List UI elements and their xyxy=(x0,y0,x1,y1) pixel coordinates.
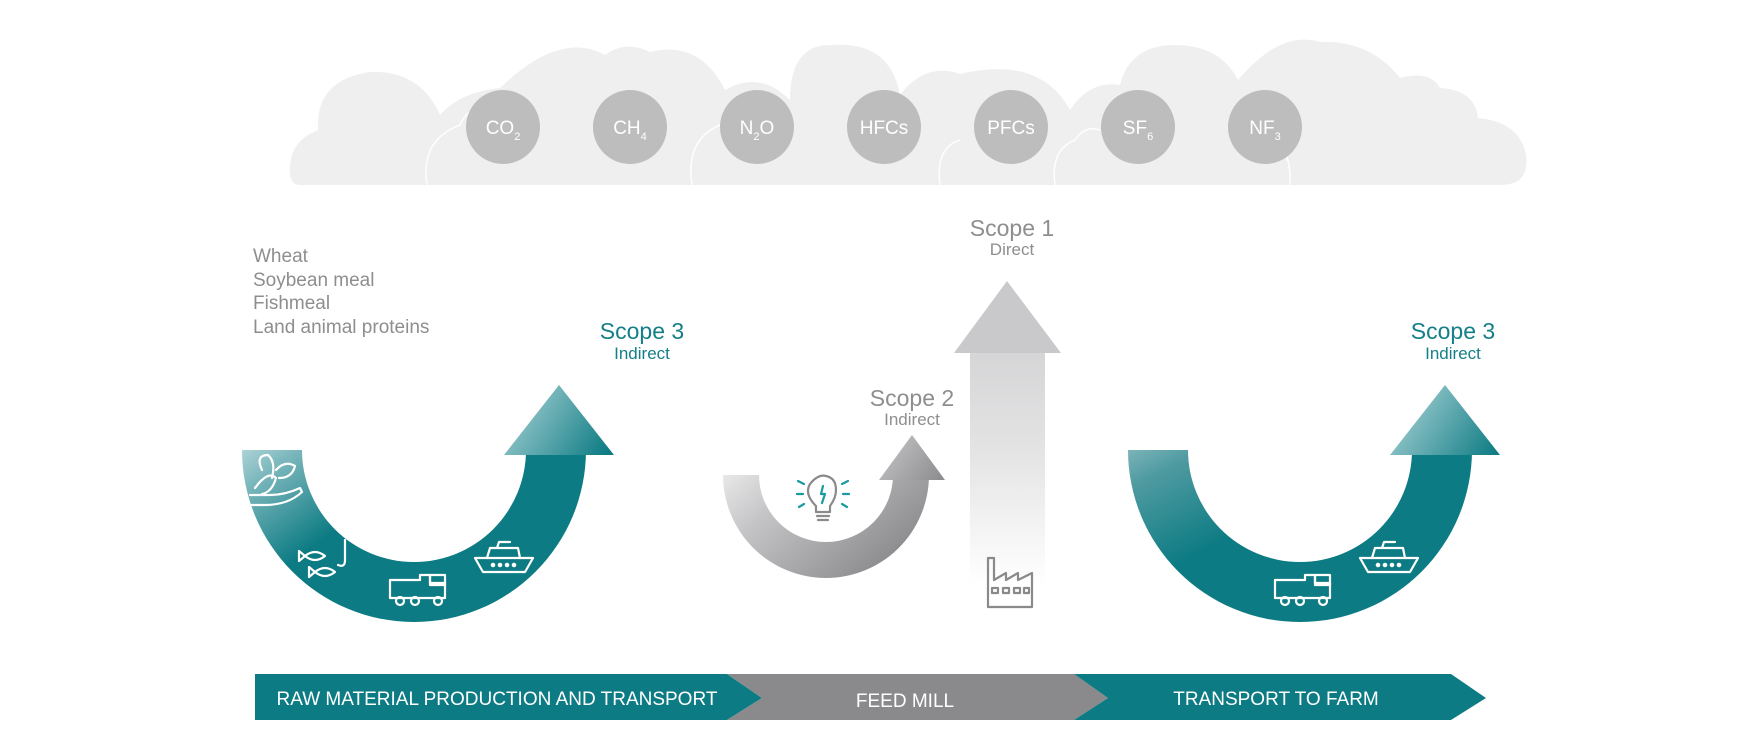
svg-text:N2O: N2O xyxy=(740,118,775,143)
lightbulb-icon xyxy=(795,474,851,522)
gas-nf3: NF3 xyxy=(1228,90,1302,164)
stage-feed-mill-label: FEED MILL xyxy=(856,691,954,712)
stage-raw-material-label: RAW MATERIAL PRODUCTION AND TRANSPORT xyxy=(277,689,718,710)
gas-ch4: CH4 xyxy=(593,90,667,164)
scope2-subtitle: Indirect xyxy=(884,410,940,429)
svg-text:NF3: NF3 xyxy=(1249,118,1280,143)
scope3-left-arrow xyxy=(242,385,614,622)
scope3-left-title: Scope 3 xyxy=(600,318,684,344)
svg-text:SF6: SF6 xyxy=(1123,118,1153,143)
raw-materials-list: Wheat Soybean meal Fishmeal Land animal … xyxy=(253,246,429,338)
ship-icon xyxy=(1358,540,1420,574)
svg-text:CO2: CO2 xyxy=(486,118,521,143)
scope1-arrow xyxy=(954,281,1061,585)
stage-raw-material-bg xyxy=(255,674,762,720)
fish-hook-icon xyxy=(297,538,347,579)
scope2-title: Scope 2 xyxy=(870,385,954,411)
svg-text:PFCs: PFCs xyxy=(987,118,1035,139)
factory-icon xyxy=(986,556,1034,609)
raw-material-item: Land animal proteins xyxy=(253,317,429,338)
plant-hand-icon xyxy=(248,453,304,507)
stage-feed-mill-bg xyxy=(727,674,1108,720)
scope3-right-arrow xyxy=(1128,385,1500,622)
process-bar: RAW MATERIAL PRODUCTION AND TRANSPORT FE… xyxy=(255,674,1486,720)
raw-material-item: Fishmeal xyxy=(253,293,330,314)
gas-sf6: SF6 xyxy=(1101,90,1175,164)
scope1-subtitle: Direct xyxy=(990,240,1035,259)
raw-material-item: Wheat xyxy=(253,246,309,267)
stage-transport-farm-label: TRANSPORT TO FARM xyxy=(1173,689,1379,710)
truck-icon xyxy=(1273,573,1332,607)
ship-icon xyxy=(473,540,535,574)
scope2-arrow xyxy=(723,435,945,578)
stage-transport-farm-bg xyxy=(1074,674,1486,720)
gas-co2: CO2 xyxy=(466,90,540,164)
scope3-left-subtitle: Indirect xyxy=(614,344,670,363)
svg-text:HFCs: HFCs xyxy=(860,118,909,139)
gas-hfcs: HFCs xyxy=(847,90,921,164)
gas-pfcs: PFCs xyxy=(974,90,1048,164)
truck-icon xyxy=(388,573,447,607)
scope1-title: Scope 1 xyxy=(970,215,1054,241)
gas-n2o: N2O xyxy=(720,90,794,164)
scope3-right-subtitle: Indirect xyxy=(1425,344,1481,363)
scope3-right-title: Scope 3 xyxy=(1411,318,1495,344)
gas-circles: CO2 CH4 N2O HFCs PFCs SF6 NF3 xyxy=(466,90,1302,164)
svg-text:CH4: CH4 xyxy=(613,118,647,143)
raw-material-item: Soybean meal xyxy=(253,270,374,291)
